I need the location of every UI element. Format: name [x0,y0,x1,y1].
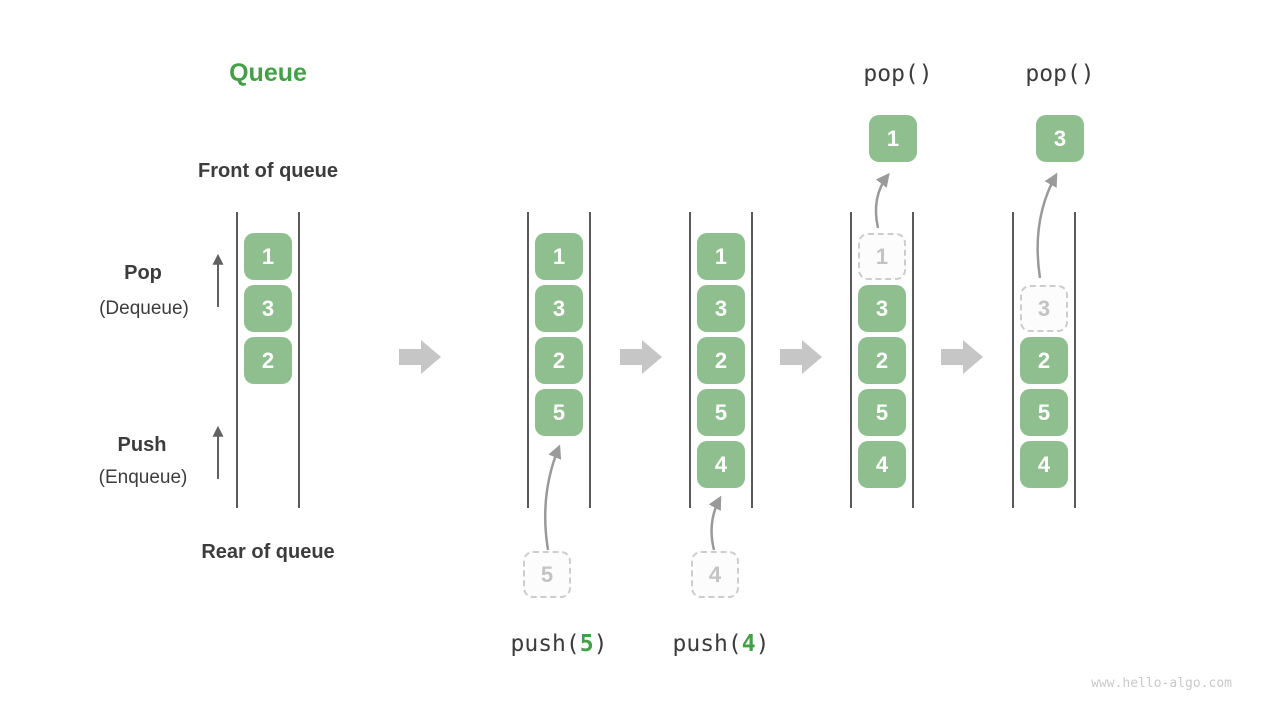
queue-cell: 1 [535,233,583,280]
queue-cell: 5 [697,389,745,436]
queue-cell: 1 [697,233,745,280]
step-arrow-right-icon [620,340,662,374]
pop-call-label: pop() [863,61,933,87]
queue-state-4: 1 3 2 5 4 [850,212,914,508]
queue-cell: 5 [1020,389,1068,436]
queue-cell-ghost: 3 [1020,285,1068,332]
diagram-title: Queue [229,59,307,87]
step-arrow-right-icon [941,340,983,374]
push-call-arg: 4 [741,631,756,657]
push-call-label: push(4) [673,631,770,657]
pop-label: Pop [124,262,162,284]
incoming-cell: 5 [523,551,571,598]
queue-cell: 2 [1020,337,1068,384]
front-of-queue-label: Front of queue [198,160,338,182]
popped-cell: 1 [869,115,917,162]
queue-cell: 2 [244,337,292,384]
rear-of-queue-label: Rear of queue [201,541,335,563]
queue-cell: 4 [1020,441,1068,488]
queue-cell: 3 [697,285,745,332]
push-label: Push [117,434,167,456]
queue-state-5: 3 2 5 4 [1012,212,1076,508]
push-call-label: push(5) [511,631,608,657]
pop-call-label: pop() [1025,61,1095,87]
queue-cell: 2 [858,337,906,384]
queue-cell: 2 [697,337,745,384]
queue-cell: 4 [697,441,745,488]
queue-state-2: 1 3 2 5 [527,212,591,508]
enqueue-label: (Enqueue) [98,467,188,488]
watermark: www.hello-algo.com [1091,676,1232,691]
queue-cell: 2 [535,337,583,384]
queue-state-1: 1 3 2 [236,212,300,508]
queue-cell: 1 [244,233,292,280]
popped-cell: 3 [1036,115,1084,162]
push-call-arg: 5 [579,631,594,657]
queue-cell: 4 [858,441,906,488]
push-call-suffix: ) [755,631,770,657]
queue-state-3: 1 3 2 5 4 [689,212,753,508]
queue-cell: 5 [858,389,906,436]
queue-cell: 3 [858,285,906,332]
incoming-cell: 4 [691,551,739,598]
push-call-suffix: ) [593,631,608,657]
queue-cell: 3 [535,285,583,332]
push-call-prefix: push( [672,631,742,657]
queue-cell: 5 [535,389,583,436]
step-arrow-right-icon [780,340,822,374]
push-call-prefix: push( [510,631,580,657]
dequeue-label: (Dequeue) [99,298,189,319]
queue-cell: 3 [244,285,292,332]
queue-cell-ghost: 1 [858,233,906,280]
step-arrow-right-icon [399,340,441,374]
